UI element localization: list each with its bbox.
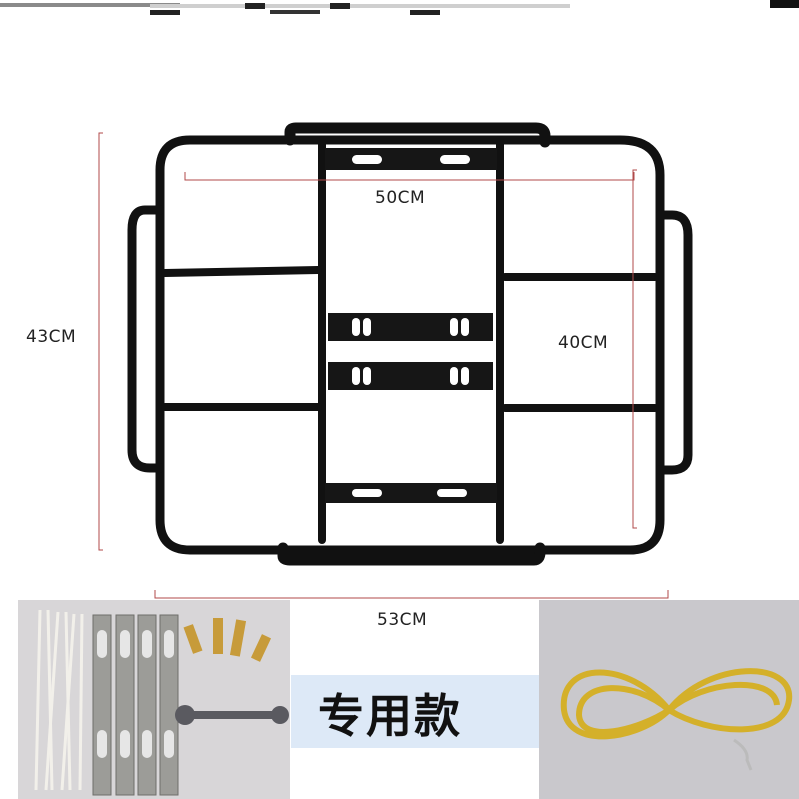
- top-strip: [0, 0, 799, 16]
- outer-height-label: 43CM: [26, 327, 77, 347]
- inner-height-label: 40CM: [558, 333, 609, 353]
- cropped-photo-strip: [0, 0, 799, 15]
- rack-illustration: [98, 122, 693, 599]
- top-width-label: 50CM: [375, 188, 426, 208]
- bottom-width-label: 53CM: [377, 610, 428, 630]
- dimension-lines: [98, 132, 669, 599]
- badge-background: [291, 675, 539, 748]
- hardware-kit-icon: [34, 609, 289, 796]
- elastic-strap-icon: [560, 668, 793, 771]
- accessories-photo-left: [18, 600, 290, 799]
- special-edition-badge: 专用款: [318, 689, 462, 743]
- accessories-photo-right: [539, 600, 799, 799]
